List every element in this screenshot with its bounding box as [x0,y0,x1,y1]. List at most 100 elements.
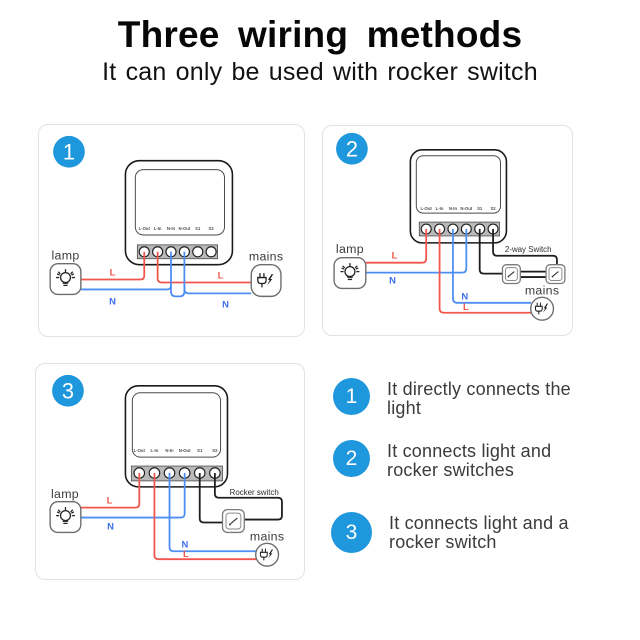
terminal-label: N-In [449,206,458,211]
legend-text-3: It connects light and a rocker switch [389,513,569,552]
terminal-label: N-In [165,448,174,453]
badge-circle [336,132,368,165]
page-subtitle: It can only be used with rocker switch [102,58,538,86]
mains-label: mains [249,250,283,264]
lamp-box [333,257,367,290]
device-face [415,155,501,214]
terminal-label: N-In [167,226,176,231]
badge-circle [52,374,84,407]
live-wire-lamp [80,472,141,509]
terminal-label: S2 [212,448,218,453]
page-title: Three wiring methods [117,14,523,55]
terminal-label: S2 [209,226,215,231]
switch-wire-s2 [492,229,558,265]
live-label-mains: L [463,301,469,312]
neutral-label-lamp: N [107,520,114,531]
terminal-label: L-In [436,206,444,211]
neutral-label-lamp: N [389,274,396,285]
wiring-panel-3: 3 L-Out L-In N-In N-Out S1 S2 L N N L [35,363,305,580]
bulb-icon [55,507,76,525]
bulb-icon [340,263,360,281]
wiring-panel-1: 1 L-Out L-In N-In N-Out S1 S2 L N L N [38,124,305,337]
lamp-box [49,262,82,296]
neutral-wire-mains [183,251,252,295]
terminal-label: L-Out [421,206,433,211]
terminal-label: L-Out [139,226,151,231]
smart-switch-device: L-Out L-In N-In N-Out S1 S2 [124,385,229,488]
legend-text-1: It directly connects the light [387,379,571,418]
rocker-switch-icon [501,264,521,285]
legend-item-2: 2 It connects light and rocker switches [333,440,605,480]
panel-number-badge: 1 [53,135,85,168]
live-label-lamp: L [110,267,116,278]
smart-switch-device: L-Out L-In N-In N-Out S1 S2 [124,159,234,266]
legend-text-2: It connects light and rocker switches [387,441,552,480]
plug-icon [257,272,274,288]
panel-number-badge: 3 [52,374,84,407]
neutral-wire-lamp [80,472,186,519]
terminal-label: L-In [154,226,162,231]
legend-badge-2: 2 [333,440,370,477]
terminal-label: N-Out [178,226,190,231]
mains-label: mains [525,283,560,297]
rocker-switch-icon [221,509,245,534]
terminal-label: S1 [195,226,201,231]
rocker-switch-label: Rocker switch [230,488,279,497]
terminal-label: N-Out [460,206,472,211]
badge-number: 3 [62,379,74,404]
wiring-diagram-1: 1 L-Out L-In N-In N-Out S1 S2 L N L N [49,135,283,309]
lamp: lamp [333,242,367,290]
lamp-label: lamp [51,249,79,263]
neutral-wire-loop [170,285,186,298]
badge-number: 2 [346,137,358,162]
lamp: lamp [49,249,82,296]
switch-wire-s1 [198,472,223,524]
legend-item-1: 1 It directly connects the light [333,378,605,418]
neutral-label-mains: N [222,298,229,309]
device-face [134,169,225,236]
terminal-label: S1 [477,206,483,211]
terminal-label: S2 [490,206,496,211]
live-wire-lamp [80,251,146,281]
plug-icon [534,302,549,315]
bulb-icon [55,268,76,287]
live-label-mains: L [218,270,224,281]
two-way-switches: 2-way Switch [501,245,566,285]
switch-wire-s1 [478,229,503,275]
legend-badge-1: 1 [333,378,370,415]
device-body [409,148,508,244]
live-wire-mains [438,229,532,314]
rocker-switch: Rocker switch [221,488,279,534]
wiring-diagram-3: 3 L-Out L-In N-In N-Out S1 S2 L N N L [49,374,284,567]
terminal-label: N-Out [179,448,191,453]
device-body [124,159,234,266]
mains: mains [249,250,283,298]
neutral-wire-mains [452,229,532,304]
page-header: Three wiring methods It can only be used… [0,14,640,87]
terminal-label: L-In [151,448,159,453]
live-label-lamp: L [107,495,113,506]
badge-circle [53,135,85,168]
smart-switch-device: L-Out L-In N-In N-Out S1 S2 [409,148,508,244]
live-wire-mains [156,251,252,284]
neutral-wire-mains [168,472,257,553]
lamp-box [49,501,82,534]
terminal [192,246,204,258]
lamp-label: lamp [336,242,364,256]
plug-icon [259,548,274,561]
live-label-lamp: L [392,250,398,261]
neutral-label-lamp: N [109,295,116,306]
device-body [124,385,229,488]
terminal-label: S1 [197,448,203,453]
wiring-panel-2: 2 L-Out L-In N-In N-Out S1 S2 L N N [322,125,573,336]
legend-item-3: 3 It connects light and a rocker switch [331,512,607,553]
panel-number-badge: 2 [336,132,368,165]
badge-number: 1 [63,140,75,165]
mains: mains [250,529,284,567]
live-wire-lamp [365,229,428,264]
legend-badge-3: 3 [331,512,372,553]
live-label-mains: L [183,548,189,559]
switch-wire-s2 [213,472,283,521]
lamp-label: lamp [51,487,79,501]
two-way-switch-label: 2-way Switch [505,245,552,254]
